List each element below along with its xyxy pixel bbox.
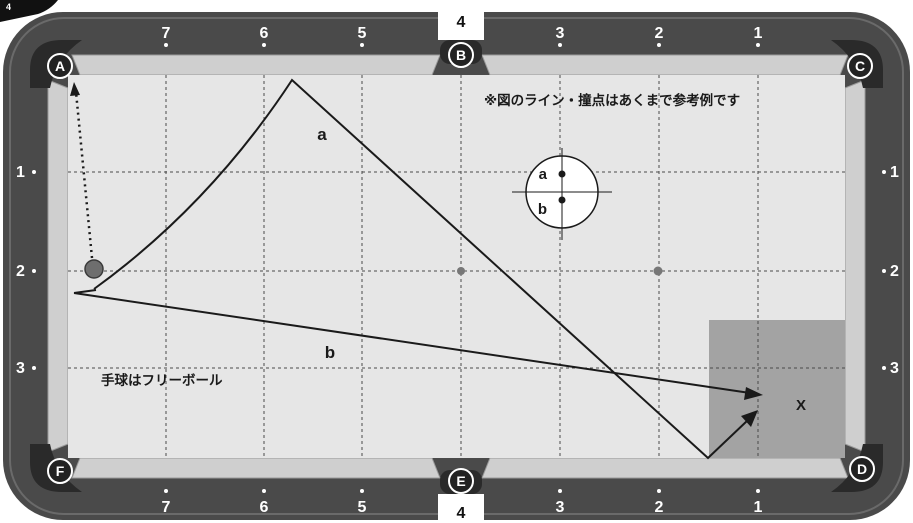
object-ball <box>84 259 104 279</box>
line-b-arrowhead <box>744 387 763 400</box>
top-diamond-label: 2 <box>655 25 664 42</box>
bottom-diamond-label: 7 <box>162 499 171 516</box>
object-ball-path <box>74 91 94 259</box>
bottom-diamond-label: 3 <box>556 499 565 516</box>
pocket-label-f: F <box>47 458 73 484</box>
svg-text:F: F <box>56 463 65 479</box>
top-diamond-label: 4 <box>457 14 466 31</box>
center-spot <box>457 267 465 275</box>
top-diamond-label: 1 <box>754 25 763 42</box>
top-diamond-label: 6 <box>260 25 269 42</box>
bottom-diamond-label: 2 <box>655 499 664 516</box>
pocket-label-d: D <box>849 456 875 482</box>
corner-tab: 4 <box>0 0 58 22</box>
note-text: ※図のライン・撞点はあくまで参考例です <box>484 92 740 109</box>
top-diamonds: 7 6 5 4 3 2 1 <box>162 14 763 47</box>
svg-text:E: E <box>456 473 465 489</box>
bottom-diamond-label: 6 <box>260 499 269 516</box>
left-diamonds: 1 2 3 <box>16 164 36 377</box>
pocket-label-a: A <box>47 53 73 79</box>
strike-label-b: b <box>538 201 547 218</box>
right-diamonds: 1 2 3 <box>882 164 899 377</box>
strike-point-diagram: a b <box>512 148 612 240</box>
bottom-diamond-label: 4 <box>457 505 466 522</box>
pocket-label-b: B <box>448 42 474 68</box>
line-a-label: a <box>317 125 327 144</box>
left-diamond-label: 1 <box>16 164 25 181</box>
top-center-tab <box>438 12 484 40</box>
left-diamond-label: 3 <box>16 360 25 377</box>
top-diamond-label: 3 <box>556 25 565 42</box>
cue-stroke-stub <box>73 289 97 294</box>
strike-point-b <box>558 196 566 204</box>
object-ball-arrowhead <box>70 82 80 96</box>
foot-spot <box>653 266 663 276</box>
bottom-diamond-label: 1 <box>754 499 763 516</box>
cue-ball-note: 手球はフリーボール <box>101 372 223 389</box>
line-b-path <box>73 292 751 394</box>
svg-text:C: C <box>855 58 865 74</box>
line-a-path <box>93 78 749 460</box>
right-diamond-label: 3 <box>890 360 899 377</box>
top-diamond-label: 7 <box>162 25 171 42</box>
svg-text:B: B <box>456 47 466 63</box>
left-diamond-label: 2 <box>16 263 25 280</box>
right-diamond-label: 2 <box>890 263 899 280</box>
bottom-diamonds: 7 6 5 4 3 2 1 <box>162 489 763 522</box>
pocket-label-c: C <box>847 53 873 79</box>
line-a-arrowhead <box>741 410 758 427</box>
bottom-diamond-label: 5 <box>358 499 367 516</box>
top-diamond-label: 5 <box>358 25 367 42</box>
strike-label-a: a <box>539 166 548 183</box>
bottom-center-tab <box>438 494 484 523</box>
svg-text:A: A <box>55 58 65 74</box>
pocket-label-e: E <box>448 468 474 494</box>
right-diamond-label: 1 <box>890 164 899 181</box>
cushions <box>47 54 866 479</box>
strike-point-a <box>558 170 566 178</box>
line-b-label: b <box>325 343 335 362</box>
svg-text:D: D <box>857 461 867 477</box>
target-label: X <box>796 397 806 414</box>
corner-tab-label: 4 <box>6 2 11 12</box>
